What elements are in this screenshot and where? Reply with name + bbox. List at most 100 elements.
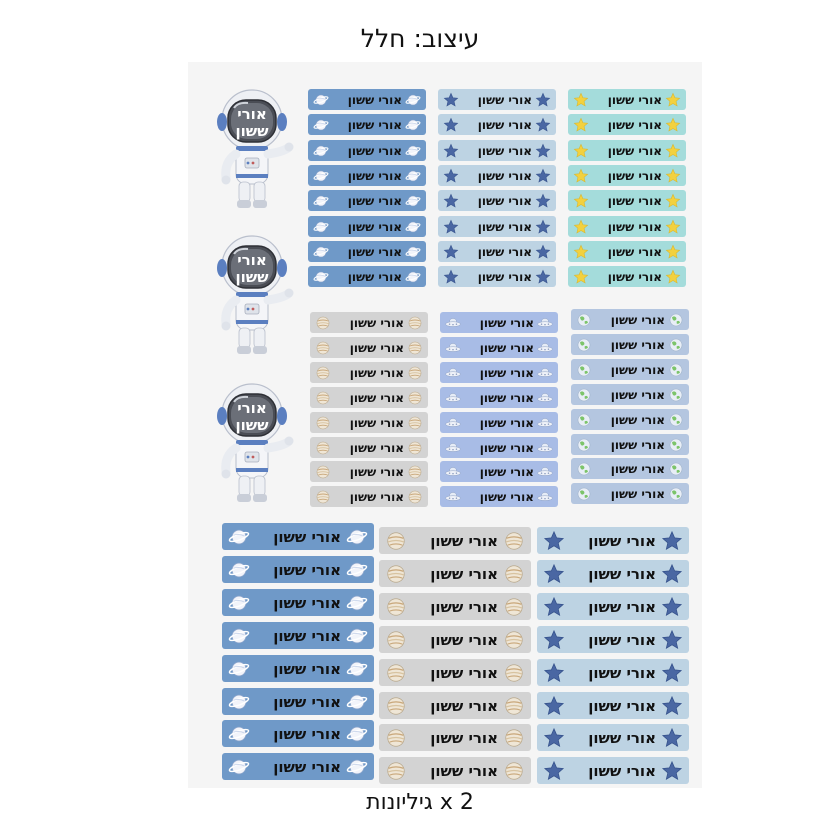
label-name-text: אורי ששון — [477, 193, 532, 208]
planet-icon — [228, 658, 250, 680]
label-name-text: אורי ששון — [607, 269, 662, 284]
star-yellow-icon — [573, 193, 589, 209]
star-yellow-icon — [573, 117, 589, 133]
name-label-top-planet: אורי ששון — [308, 216, 426, 237]
label-name-text: אורי ששון — [477, 269, 532, 284]
star-blue-icon — [443, 117, 459, 133]
label-name-text: אורי ששון — [610, 337, 665, 352]
star-blue-icon — [535, 143, 551, 159]
label-name-text: אורי ששון — [273, 692, 341, 711]
name-label-mid-jupiter: אורי ששון — [310, 337, 428, 358]
ufo-icon — [537, 464, 553, 480]
name-label-top-star-yellow: אורי ששון — [568, 266, 686, 287]
label-name-text: אורי ששון — [607, 244, 662, 259]
star-blue-icon — [543, 596, 565, 618]
jupiter-icon — [503, 629, 525, 651]
label-name-text: אורי ששון — [273, 659, 341, 678]
star-blue-icon — [535, 219, 551, 235]
star-blue-icon — [661, 530, 683, 552]
jupiter-icon — [315, 489, 331, 505]
star-blue-icon — [443, 193, 459, 209]
name-label-big-jupiter: אורי ששון — [379, 724, 531, 751]
name-label-big-jupiter: אורי ששון — [379, 659, 531, 686]
star-blue-icon — [535, 244, 551, 260]
planet-icon — [346, 592, 368, 614]
name-label-top-star-yellow: אורי ששון — [568, 216, 686, 237]
jupiter-icon — [385, 563, 407, 585]
name-label-big-jupiter: אורי ששון — [379, 757, 531, 784]
ufo-icon — [445, 315, 461, 331]
label-name-text: אורי ששון — [273, 593, 341, 612]
name-label-top-star-blue: אורי ששון — [438, 140, 556, 161]
astronaut-name-line1: אורי — [237, 251, 267, 269]
name-label-big-star-blue: אורי ששון — [537, 724, 689, 751]
label-name-text: אורי ששון — [477, 117, 532, 132]
jupiter-icon — [315, 464, 331, 480]
star-blue-icon — [443, 219, 459, 235]
earth-icon — [668, 486, 684, 502]
label-name-text: אורי ששון — [430, 663, 498, 682]
earth-icon — [668, 461, 684, 477]
name-label-mid-earth: אורי ששון — [571, 384, 689, 405]
name-label-mid-earth: אורי ששון — [571, 334, 689, 355]
name-label-big-planet: אורי ששון — [222, 556, 374, 583]
planet-icon — [228, 723, 250, 745]
jupiter-icon — [385, 727, 407, 749]
name-label-big-star-blue: אורי ששון — [537, 626, 689, 653]
star-yellow-icon — [665, 244, 681, 260]
name-label-big-jupiter: אורי ששון — [379, 692, 531, 719]
name-label-mid-ufo: אורי ששון — [440, 337, 558, 358]
name-label-big-jupiter: אורי ששון — [379, 560, 531, 587]
name-label-mid-earth: אורי ששון — [571, 309, 689, 330]
label-name-text: אורי ששון — [610, 412, 665, 427]
label-name-text: אורי ששון — [347, 92, 402, 107]
ufo-icon — [445, 489, 461, 505]
planet-icon — [346, 559, 368, 581]
name-label-mid-ufo: אורי ששון — [440, 486, 558, 507]
planet-icon — [313, 168, 329, 184]
planet-icon — [228, 756, 250, 778]
earth-icon — [668, 387, 684, 403]
planet-icon — [346, 658, 368, 680]
name-label-mid-jupiter: אורי ששון — [310, 461, 428, 482]
jupiter-icon — [385, 662, 407, 684]
planet-icon — [405, 219, 421, 235]
planet-icon — [228, 559, 250, 581]
jupiter-icon — [407, 440, 423, 456]
name-label-big-jupiter: אורי ששון — [379, 593, 531, 620]
name-label-mid-earth: אורי ששון — [571, 458, 689, 479]
star-blue-icon — [661, 563, 683, 585]
name-label-mid-earth: אורי ששון — [571, 434, 689, 455]
planet-icon — [346, 625, 368, 647]
star-yellow-icon — [573, 168, 589, 184]
ufo-icon — [445, 440, 461, 456]
ufo-icon — [445, 390, 461, 406]
star-blue-icon — [443, 92, 459, 108]
name-label-mid-ufo: אורי ששון — [440, 437, 558, 458]
star-blue-icon — [443, 168, 459, 184]
jupiter-icon — [385, 760, 407, 782]
label-name-text: אורי ששון — [588, 531, 656, 550]
planet-icon — [313, 219, 329, 235]
jupiter-icon — [407, 315, 423, 331]
jupiter-icon — [315, 315, 331, 331]
label-name-text: אורי ששון — [607, 92, 662, 107]
name-label-mid-ufo: אורי ששון — [440, 412, 558, 433]
label-name-text: אורי ששון — [607, 219, 662, 234]
label-name-text: אורי ששון — [430, 531, 498, 550]
label-name-text: אורי ששון — [430, 761, 498, 780]
planet-icon — [405, 117, 421, 133]
star-yellow-icon — [665, 168, 681, 184]
label-name-text: אורי ששון — [607, 143, 662, 158]
label-name-text: אורי ששון — [479, 340, 534, 355]
name-label-top-star-blue: אורי ששון — [438, 89, 556, 110]
name-label-big-planet: אורי ששון — [222, 523, 374, 550]
name-label-mid-ufo: אורי ששון — [440, 387, 558, 408]
name-label-big-jupiter: אורי ששון — [379, 626, 531, 653]
astronaut-name-line1: אורי — [237, 399, 267, 417]
planet-icon — [346, 723, 368, 745]
name-label-mid-ufo: אורי ששון — [440, 461, 558, 482]
label-name-text: אורי ששון — [347, 244, 402, 259]
star-yellow-icon — [573, 219, 589, 235]
name-label-big-planet: אורי ששון — [222, 688, 374, 715]
